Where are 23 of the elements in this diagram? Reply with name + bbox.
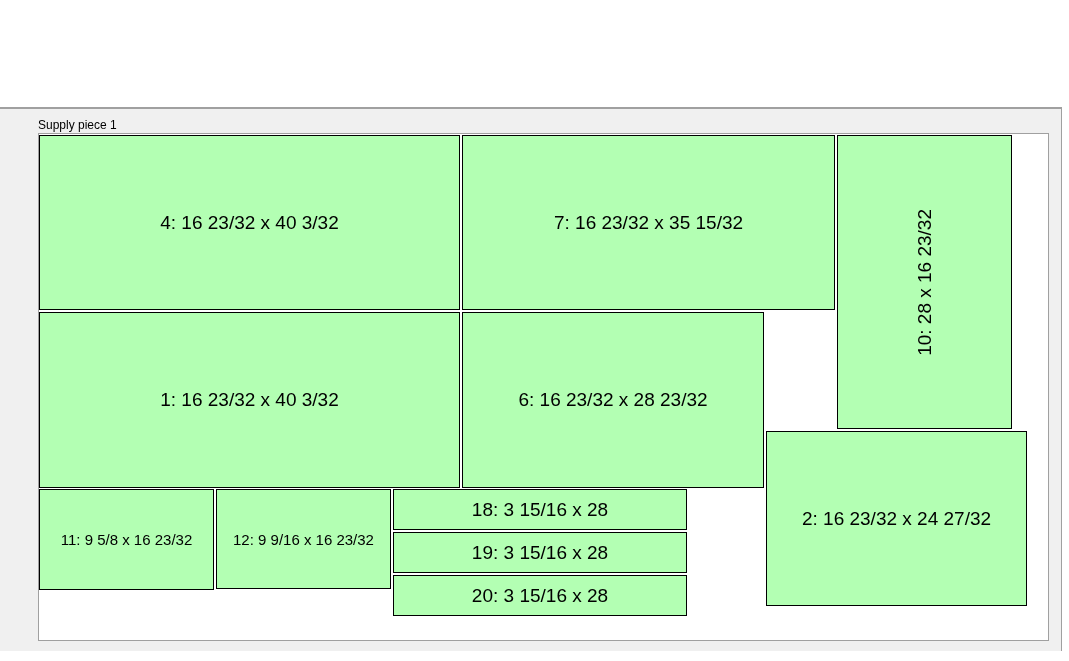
cut-piece	[837, 135, 1012, 429]
panel-heading: Supply piece 1	[38, 118, 117, 132]
cut-piece	[39, 135, 460, 310]
piece-dimensions: 18: 3 15/16 x 28	[471, 498, 609, 521]
cut-piece	[216, 489, 391, 589]
piece-dimensions: 2: 16 23/32 x 24 27/32	[801, 507, 992, 530]
piece-dimensions: 12: 9 9/16 x 16 23/32	[233, 530, 374, 548]
piece-dimensions: 19: 3 15/16 x 28	[471, 541, 609, 564]
piece-dimensions: 11: 9 5/8 x 16 23/32	[60, 531, 193, 548]
piece-dimensions: 7: 16 23/32 x 35 15/32	[553, 211, 744, 234]
cut-piece	[766, 431, 1027, 606]
cut-piece	[393, 489, 687, 530]
piece-dimensions: 10: 28 x 16 23/32	[913, 208, 936, 356]
cut-piece	[393, 575, 687, 616]
cut-piece	[462, 312, 764, 488]
cut-piece	[39, 489, 214, 590]
cut-piece	[462, 135, 835, 310]
piece-dimensions: 4: 16 23/32 x 40 3/32	[160, 211, 339, 234]
piece-dimensions: 6: 16 23/32 x 28 23/32	[518, 389, 708, 411]
cut-piece	[393, 532, 687, 573]
piece-dimensions: 20: 3 15/16 x 28	[471, 584, 609, 607]
cut-piece	[39, 312, 460, 488]
piece-dimensions: 1: 16 23/32 x 40 3/32	[160, 389, 339, 411]
